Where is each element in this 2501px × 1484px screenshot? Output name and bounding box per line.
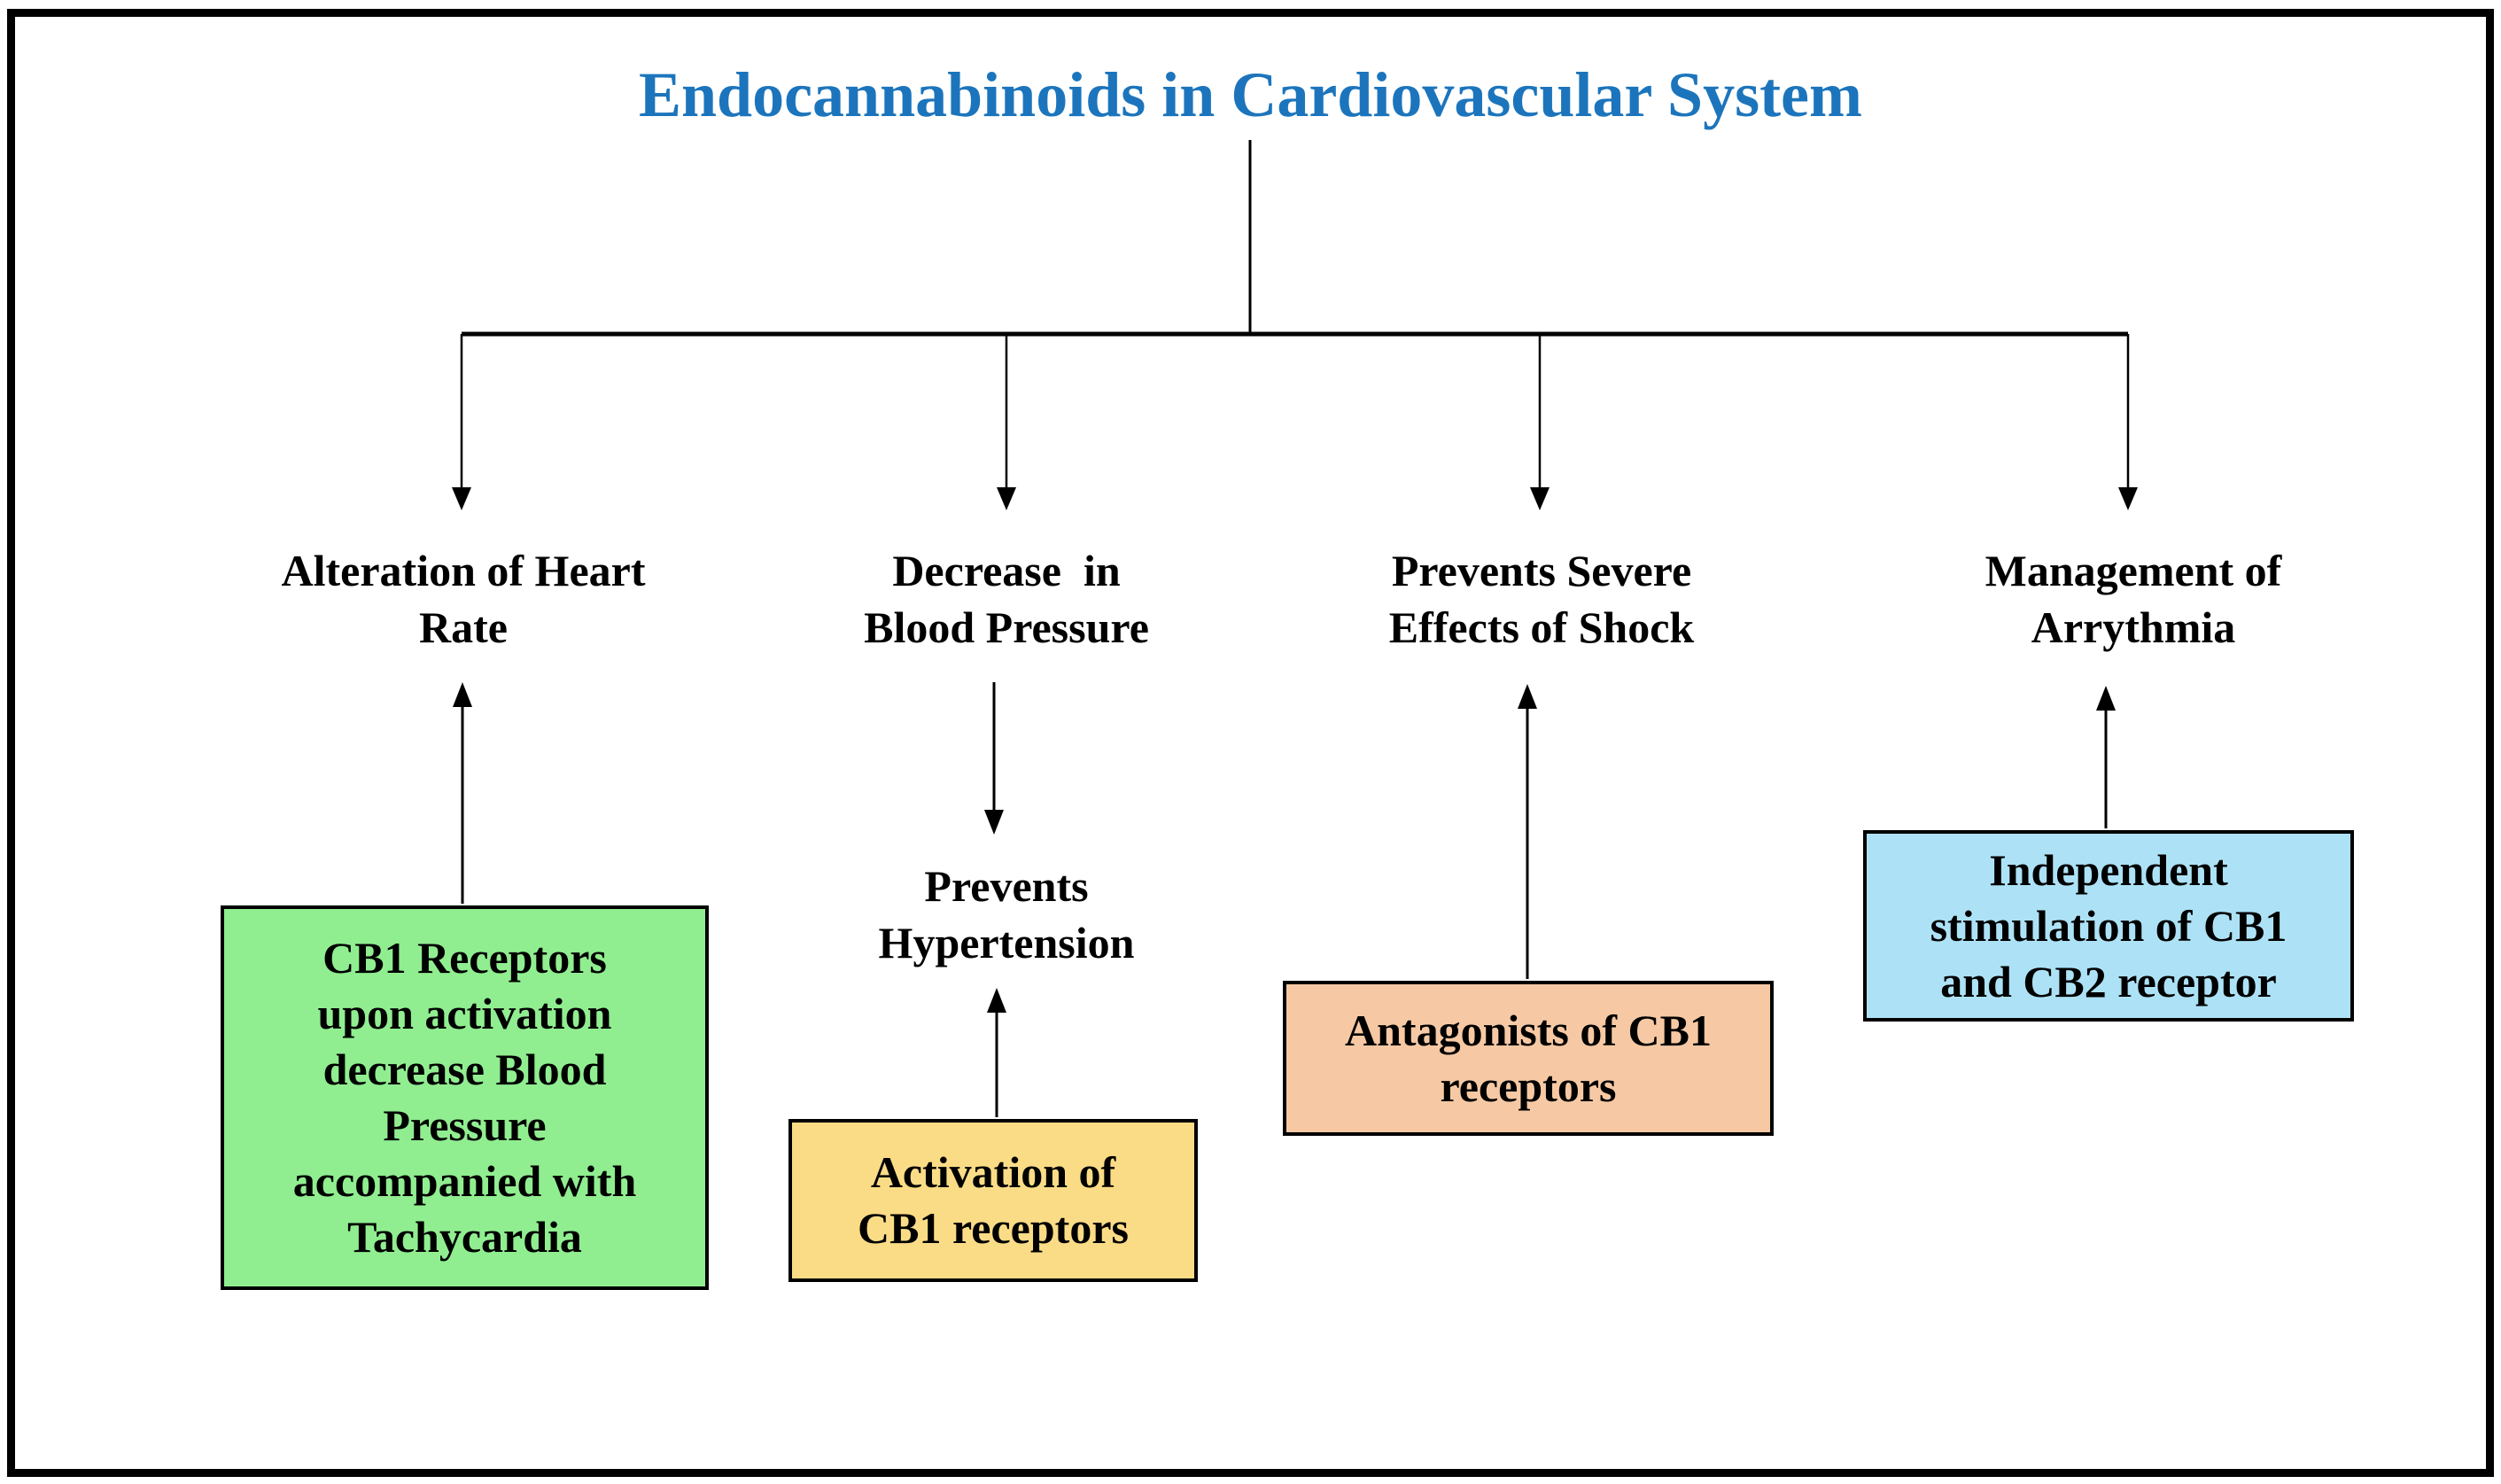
branch-label-shock: Prevents Severe Effects of Shock: [1388, 546, 1695, 652]
cause-box-yellow-text: Activation of CB1 receptors: [858, 1147, 1129, 1253]
up-arrowhead-orange-box-icon: [1518, 684, 1537, 709]
cause-box-green-cb1-receptors: CB1 Receptors upon activation decrease B…: [221, 905, 709, 1290]
drop-arrowhead-heart-rate-icon: [452, 487, 471, 510]
cause-box-green-text: CB1 Receptors upon activation decrease B…: [292, 933, 637, 1262]
cause-box-orange-antagonists: Antagonists of CB1 receptors: [1283, 981, 1774, 1136]
drop-arrowhead-blood-pressure-icon: [997, 487, 1016, 510]
up-arrowhead-blue-box-icon: [2096, 686, 2116, 711]
branch-label-arrhythmia: Management of Arrythmia: [1984, 546, 2282, 652]
drop-arrowhead-arrhythmia-icon: [2118, 487, 2138, 510]
cause-box-yellow-activation: Activation of CB1 receptors: [788, 1119, 1198, 1282]
down-arrowhead-prevents-hypertension-icon: [984, 810, 1004, 835]
drop-arrowhead-shock-icon: [1530, 487, 1550, 510]
cause-box-blue-independent-stimulation: Independent stimulation of CB1 and CB2 r…: [1863, 830, 2354, 1022]
branch-label-blood-pressure: Decrease in Blood Pressure: [864, 546, 1149, 652]
cause-box-blue-text: Independent stimulation of CB1 and CB2 r…: [1930, 844, 2287, 1006]
diagram-title: Endocannabinoids in Cardiovascular Syste…: [638, 59, 1862, 130]
sub-label-prevents-hypertension: Prevents Hypertension: [878, 861, 1135, 967]
up-arrowhead-yellow-box-icon: [987, 988, 1006, 1013]
up-arrowhead-green-box-icon: [453, 682, 472, 707]
cause-box-orange-text: Antagonists of CB1 receptors: [1345, 1005, 1712, 1111]
branch-label-heart-rate: Alteration of Heart Rate: [281, 546, 646, 652]
